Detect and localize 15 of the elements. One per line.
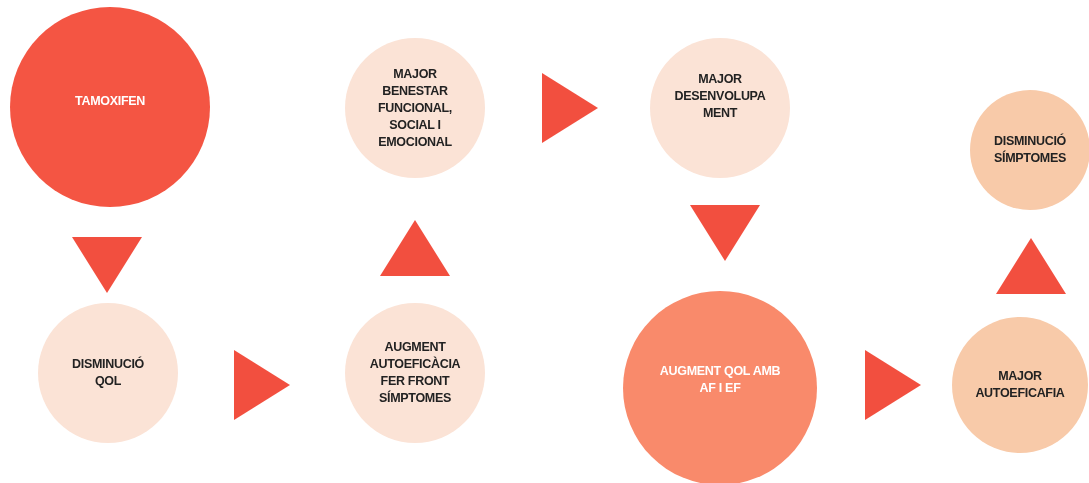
node-label: MAJOR BENESTAR FUNCIONAL, SOCIAL I EMOCIONAL xyxy=(376,65,454,151)
arrow-triangle xyxy=(542,73,598,143)
arrow-triangle xyxy=(996,238,1066,294)
arrow-triangle xyxy=(234,350,290,420)
arrow-triangle xyxy=(865,350,921,420)
node-label: DISMINUCIÓ SÍMPTOMES xyxy=(992,133,1068,167)
node-label: DISMINUCIÓ QOL xyxy=(71,356,145,390)
node-label: MAJOR DESENVOLUPA MENT xyxy=(673,70,767,122)
arrow-triangle xyxy=(72,237,142,293)
node-label: AUGMENT AUTOEFICÀCIA FER FRONT SÍMPTOMES xyxy=(368,339,462,407)
node-label: AUGMENT QOL AMB AF I EF xyxy=(658,363,782,397)
arrow-triangle xyxy=(690,205,760,261)
node-label: MAJOR AUTOEFICAFIA xyxy=(974,368,1066,402)
arrow-triangle xyxy=(380,220,450,276)
node-label: TAMOXIFEN xyxy=(75,92,145,110)
